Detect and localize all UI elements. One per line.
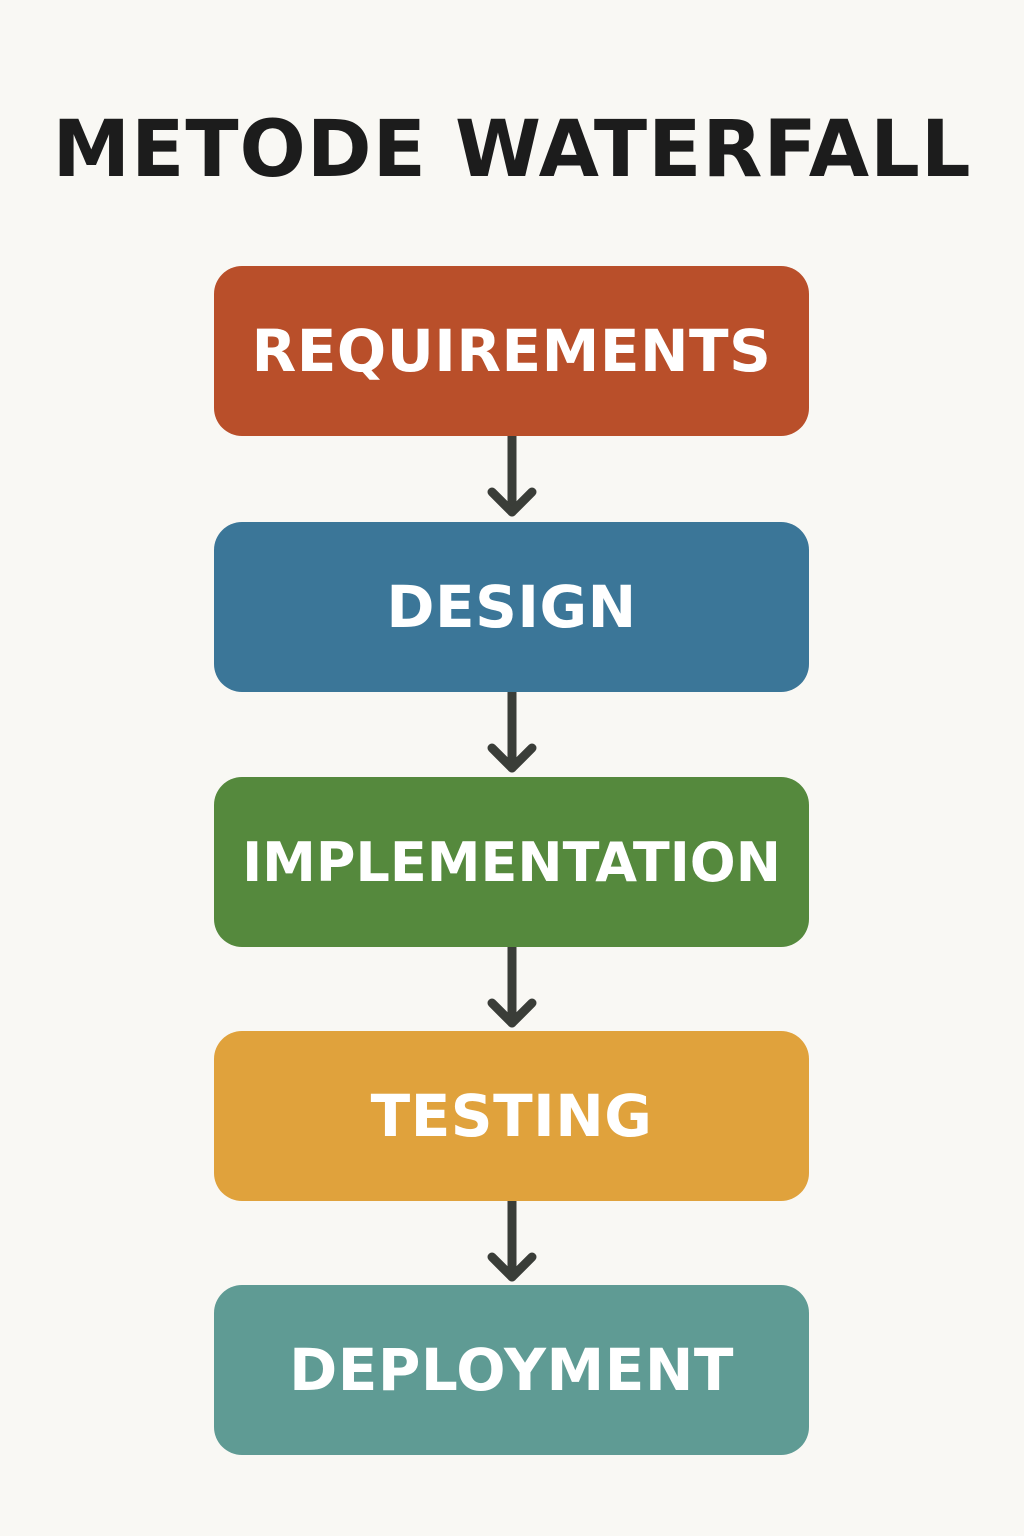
step-label-requirements: REQUIREMENTS	[251, 317, 772, 385]
arrow-down-icon	[487, 692, 537, 773]
diagram-title: METODE WATERFALL	[52, 105, 972, 195]
step-label-design: DESIGN	[386, 573, 637, 641]
step-implementation: IMPLEMENTATION	[214, 777, 809, 947]
arrow-down-icon	[487, 1201, 537, 1282]
step-label-implementation: IMPLEMENTATION	[242, 830, 781, 894]
step-testing: TESTING	[214, 1031, 809, 1201]
step-requirements: REQUIREMENTS	[214, 266, 809, 436]
step-deployment: DEPLOYMENT	[214, 1285, 809, 1455]
step-label-deployment: DEPLOYMENT	[289, 1336, 734, 1404]
step-design: DESIGN	[214, 522, 809, 692]
arrow-down-icon	[487, 436, 537, 517]
step-label-testing: TESTING	[370, 1082, 653, 1150]
arrow-down-icon	[487, 947, 537, 1028]
